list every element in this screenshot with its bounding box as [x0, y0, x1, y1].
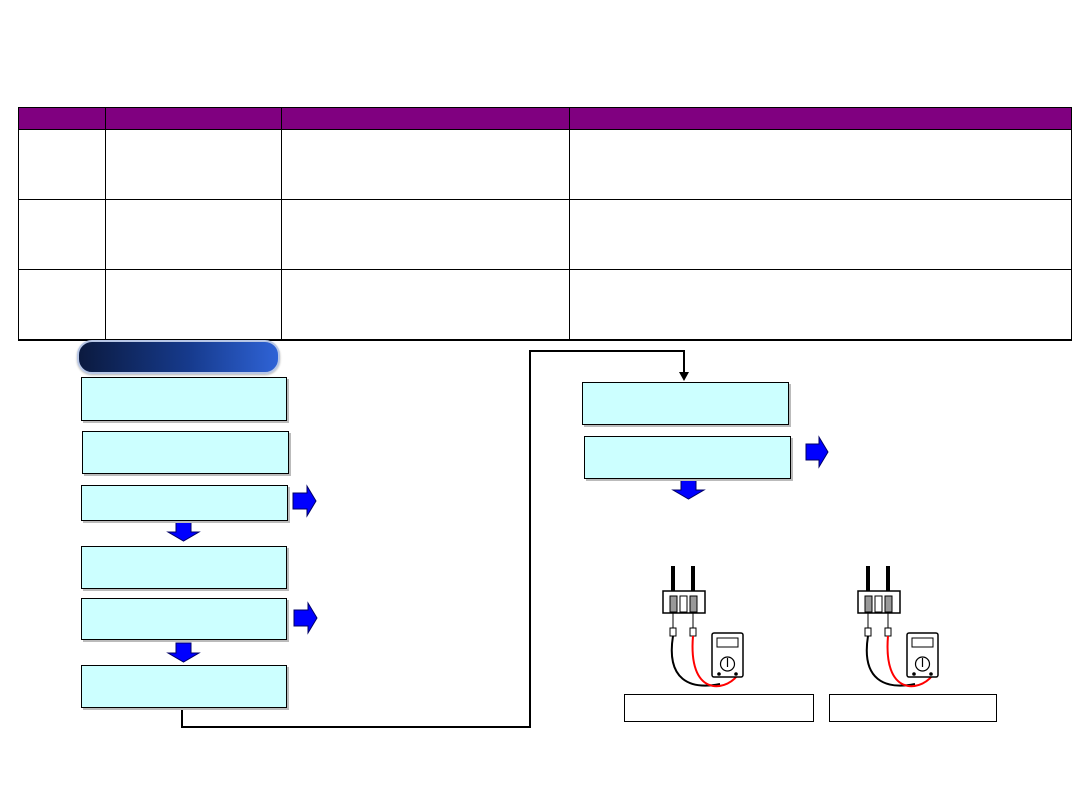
table-header-cell [281, 107, 570, 130]
table-cell [105, 129, 282, 200]
flow-connector-line [181, 350, 685, 728]
table-cell [18, 199, 106, 270]
connector-icon [857, 566, 901, 637]
right-arrow-icon [292, 484, 317, 518]
table-cell [105, 269, 282, 341]
flow-step-7 [582, 382, 789, 425]
table-header-row [18, 107, 1072, 130]
meter-caption-1 [624, 694, 814, 722]
connector-arrowhead-icon [679, 372, 689, 381]
table-cell [281, 199, 570, 270]
table-row [18, 199, 1072, 270]
meter-caption-2 [829, 694, 997, 722]
table-cell [569, 199, 1072, 270]
red-probe-lead [886, 635, 933, 688]
table-cell [281, 129, 570, 200]
down-arrow-icon [166, 521, 201, 542]
multimeter-icon [711, 632, 744, 678]
flow-title-pill [77, 340, 280, 374]
flow-step-6 [81, 665, 287, 708]
flow-step-3 [81, 485, 288, 521]
down-arrow-icon [671, 479, 706, 500]
info-table [18, 107, 1072, 341]
multimeter-icon [906, 632, 939, 678]
table-cell [569, 269, 1072, 341]
right-arrow-icon [293, 601, 318, 635]
table-cell [281, 269, 570, 341]
down-arrow-icon [166, 642, 201, 663]
table-row [18, 129, 1072, 200]
table-row [18, 269, 1072, 341]
flow-step-8 [584, 436, 791, 479]
connector-icon [662, 566, 706, 637]
flow-step-2 [82, 431, 289, 474]
right-arrow-icon [805, 435, 829, 469]
table-header-cell [105, 107, 282, 130]
table-header-cell [18, 107, 106, 130]
flow-step-1 [81, 377, 287, 421]
flow-step-4 [81, 546, 287, 589]
red-probe-lead [691, 635, 738, 688]
table-cell [18, 269, 106, 341]
flow-step-5 [81, 598, 287, 640]
table-cell [18, 129, 106, 200]
